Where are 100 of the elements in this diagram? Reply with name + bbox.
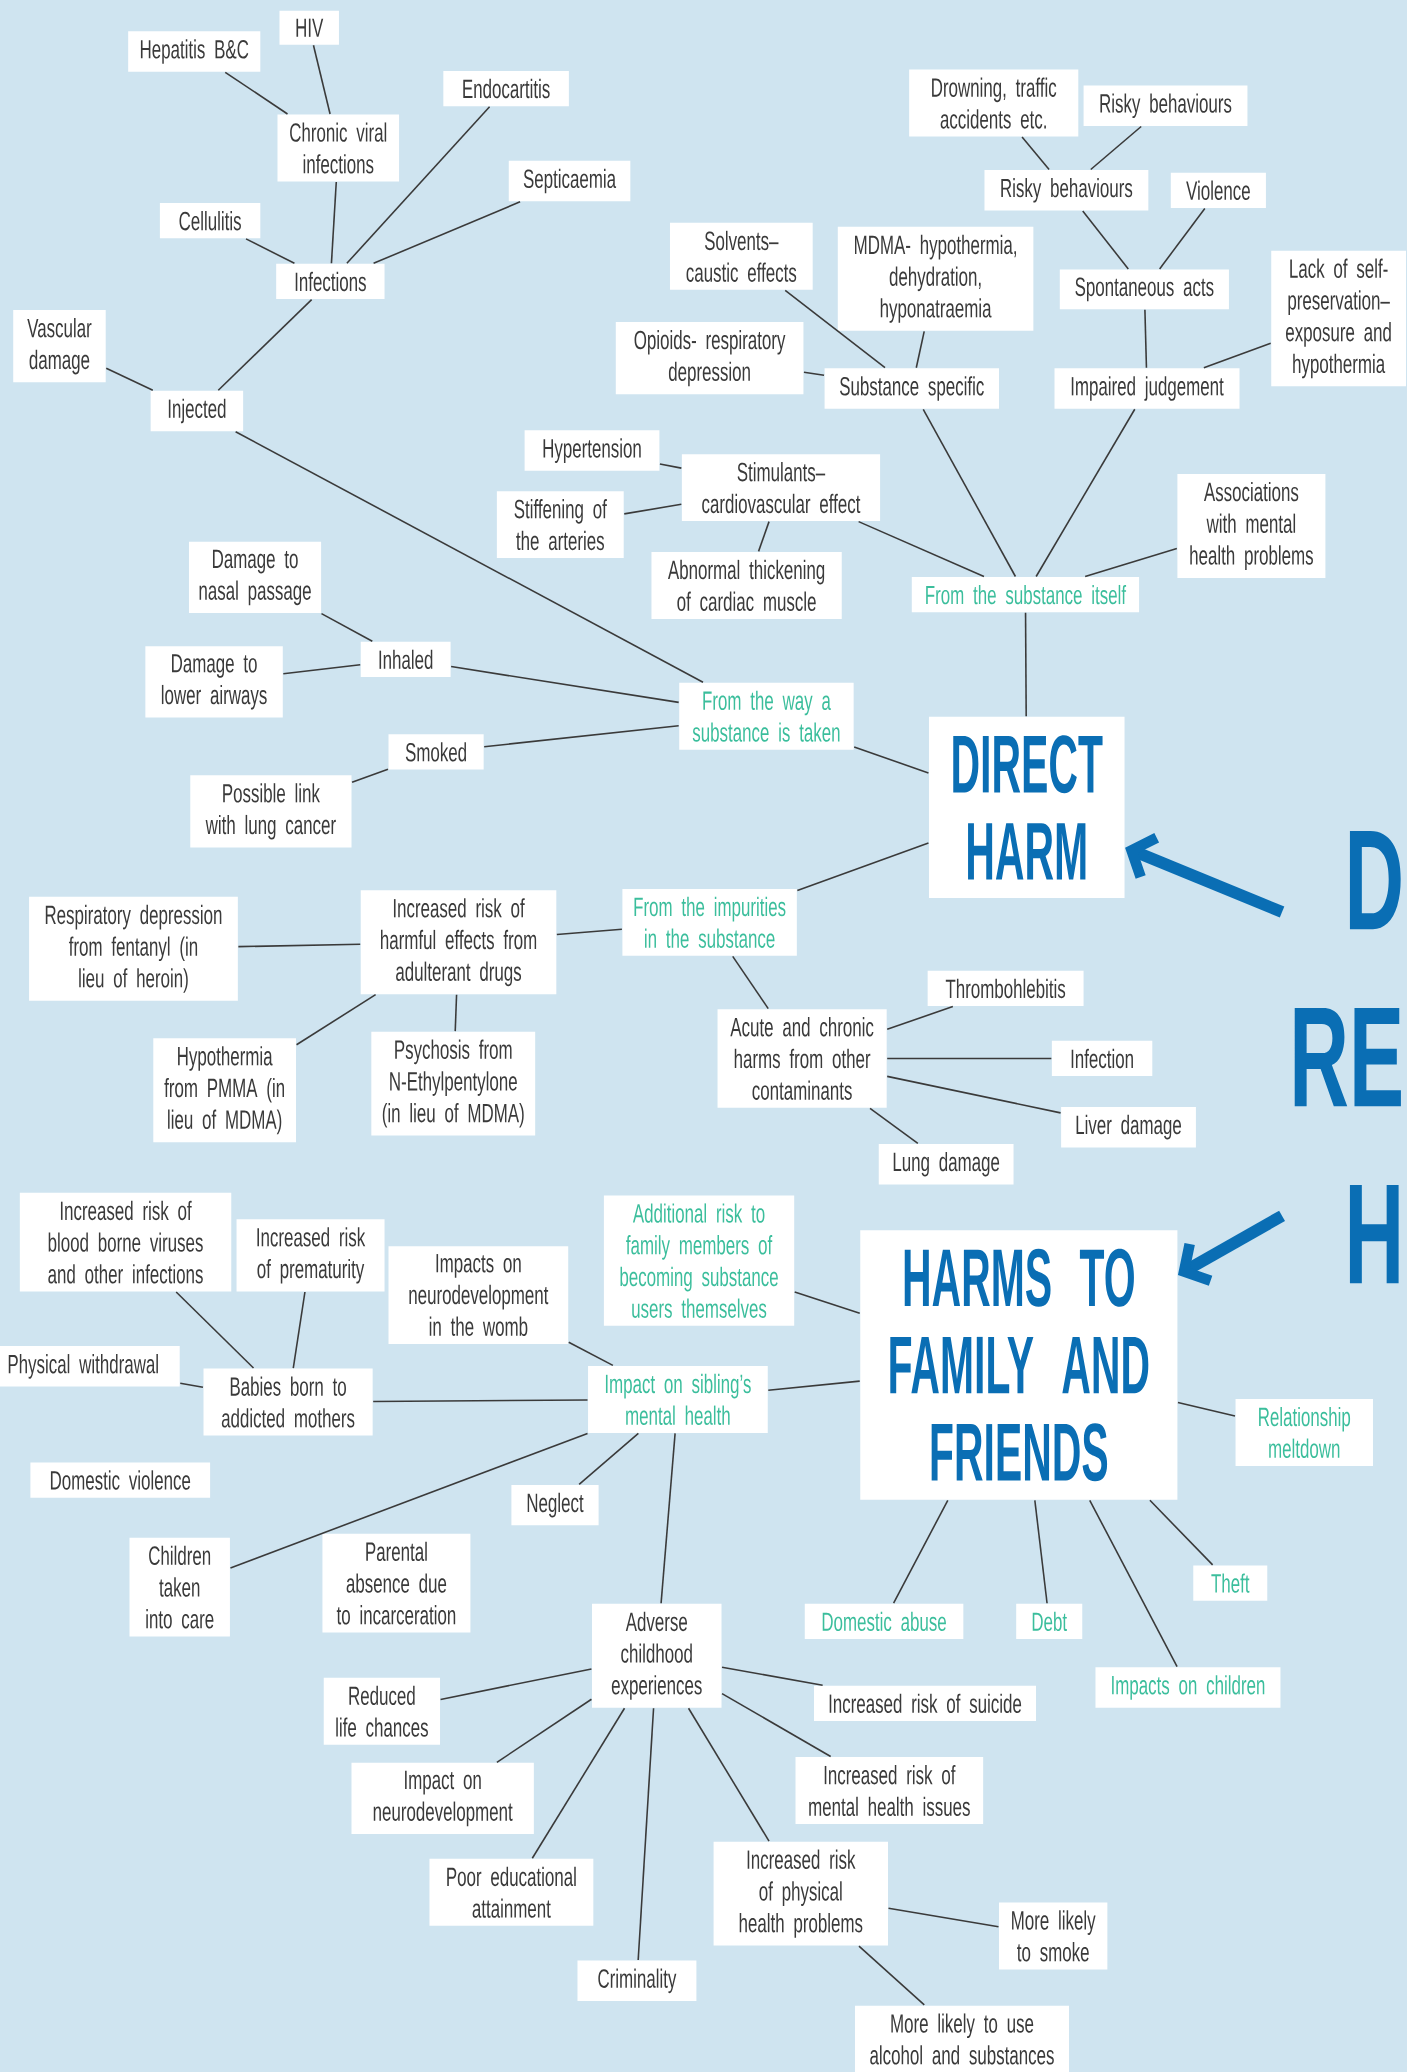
text-box: Increased risk of blood borne viruses and other infections: [19, 1192, 232, 1292]
connector-line: [721, 1692, 832, 1758]
arrow: [1124, 833, 1285, 918]
text-box: Septicaemia: [508, 160, 631, 202]
text-box: Inhaled: [360, 641, 451, 678]
text-box: Abnormal thickening of cardiac muscle: [651, 551, 842, 619]
connector-line: [454, 993, 458, 1032]
category-box: From the impurities in the substance: [622, 888, 797, 956]
connector-line: [721, 1666, 824, 1686]
connector-line: [330, 181, 337, 265]
text-box: Increased risk of physical health problems: [713, 1841, 888, 1946]
category-box: From the way a substance is taken: [679, 682, 854, 750]
connector-line: [237, 943, 361, 948]
connector-line: [1143, 309, 1148, 369]
text-box: Hypertension: [524, 430, 660, 471]
category-box: From the substance itself: [911, 577, 1139, 613]
connector-line: [793, 1291, 861, 1314]
category-box: Theft: [1193, 1565, 1268, 1601]
text-box: Increased risk of suicide: [813, 1685, 1036, 1721]
text-box: Parental absence due to incarceration: [322, 1533, 471, 1633]
connector-line: [796, 842, 930, 892]
connector-line: [858, 1945, 925, 2006]
connector-line: [179, 1382, 204, 1389]
connector-line: [767, 1380, 861, 1392]
text-box: Possible link with lung cancer: [190, 775, 352, 848]
text-box: Risky behaviours: [984, 170, 1149, 211]
connector-line: [853, 746, 930, 774]
connector-line: [1176, 1401, 1236, 1417]
connector-line: [731, 955, 769, 1010]
text-box: Neglect: [511, 1484, 599, 1526]
text-box: Damage to nasal passage: [188, 541, 321, 614]
connector-line: [372, 1399, 589, 1403]
connector-line: [229, 1432, 589, 1569]
connector-line: [637, 1707, 655, 1961]
text-box: Violence: [1170, 172, 1266, 208]
connector-line: [1021, 136, 1050, 171]
text-box: Criminality: [577, 1960, 697, 2002]
connector-line: [1035, 408, 1136, 578]
connector-line: [887, 1907, 1000, 1928]
text-box: Liver damage: [1060, 1106, 1196, 1148]
connector-line: [555, 928, 623, 936]
connector-line: [784, 289, 886, 369]
connector-line: [217, 298, 313, 391]
text-box: Drowning, traffic accidents etc.: [909, 69, 1079, 137]
text-box: Increased risk of prematurity: [236, 1219, 385, 1292]
text-box: Cellulitis: [159, 203, 261, 239]
connector-line: [757, 520, 770, 553]
category-box: Additional risk to family members of becoming substance users themselves: [603, 1195, 795, 1326]
text-box: Adverse childhood experiences: [591, 1603, 722, 1708]
connector-line: [567, 1341, 614, 1367]
text-box: HIV: [279, 10, 339, 45]
connector-line: [892, 1499, 949, 1605]
text-box: Stimulants– cardiovascular effect: [681, 454, 880, 522]
text-box: Psychosis from N-Ethylpentylone (in lieu of MDMA): [371, 1031, 536, 1136]
text-box: Opioids- respiratory depression: [615, 322, 804, 395]
connector-line: [1202, 342, 1272, 369]
text-box: MDMA- hypothermia, dehydration, hyponatraemia: [837, 226, 1034, 331]
text-box: Poor educational attainment: [429, 1858, 594, 1926]
text-box: Impaired judgement: [1054, 368, 1240, 409]
connector-line: [1084, 547, 1178, 578]
text-box: Impact on neurodevelopment: [351, 1762, 534, 1835]
text-box: Respiratory depression from fentanyl (in lieu of heroin): [28, 896, 238, 1001]
text-box: Stiffening of the arteries: [496, 491, 624, 559]
text-box: Chronic viral infections: [277, 114, 399, 182]
connector-line: [857, 520, 985, 578]
connector-line: [1158, 207, 1206, 270]
connector-line: [803, 371, 825, 377]
connector-line: [292, 1291, 306, 1369]
category-box: Relationship meltdown: [1235, 1398, 1373, 1466]
category-box: Domestic abuse: [804, 1603, 964, 1640]
text-box: More likely to smoke: [998, 1902, 1108, 1970]
connector-line: [175, 1291, 255, 1369]
text-box: Reduced life chances: [323, 1677, 440, 1745]
connector-line: [1024, 612, 1027, 717]
text-box: Injected: [150, 390, 243, 432]
heading-text: D RE H: [1294, 831, 1401, 1284]
connector-line: [282, 663, 361, 675]
connector-line: [105, 367, 154, 391]
connector-line: [886, 1057, 1052, 1060]
text-box: Hepatitis B&C: [128, 31, 261, 72]
text-box: Increased risk of harmful effects from adulterant drugs: [360, 890, 557, 995]
connector-line: [869, 1107, 919, 1145]
connector-line: [1088, 1499, 1178, 1668]
connector-line: [351, 768, 389, 783]
connector-line: [295, 993, 377, 1046]
heading-box: HARMS TO FAMILY AND FRIENDS: [860, 1230, 1178, 1500]
text-box: Thrombohlebitis: [927, 970, 1084, 1007]
connector-line: [658, 463, 682, 469]
text-box: Risky behaviours: [1083, 85, 1248, 126]
text-box: Lack of self-preservation– exposure and hypothermia: [1271, 250, 1406, 387]
text-box: Physical withdrawal: [0, 1346, 180, 1387]
connector-line: [886, 1005, 954, 1030]
connector-line: [372, 201, 521, 265]
connector-line: [320, 612, 373, 643]
connector-line: [886, 1075, 1062, 1114]
text-box: Hypothermia from PMMA (in lieu of MDMA): [153, 1038, 296, 1143]
text-box: More likely to use alcohol and substances: [854, 2005, 1069, 2072]
text-box: Infections: [276, 263, 385, 300]
text-box: Babies born to addicted mothers: [203, 1368, 373, 1436]
connector-line: [660, 1432, 676, 1605]
